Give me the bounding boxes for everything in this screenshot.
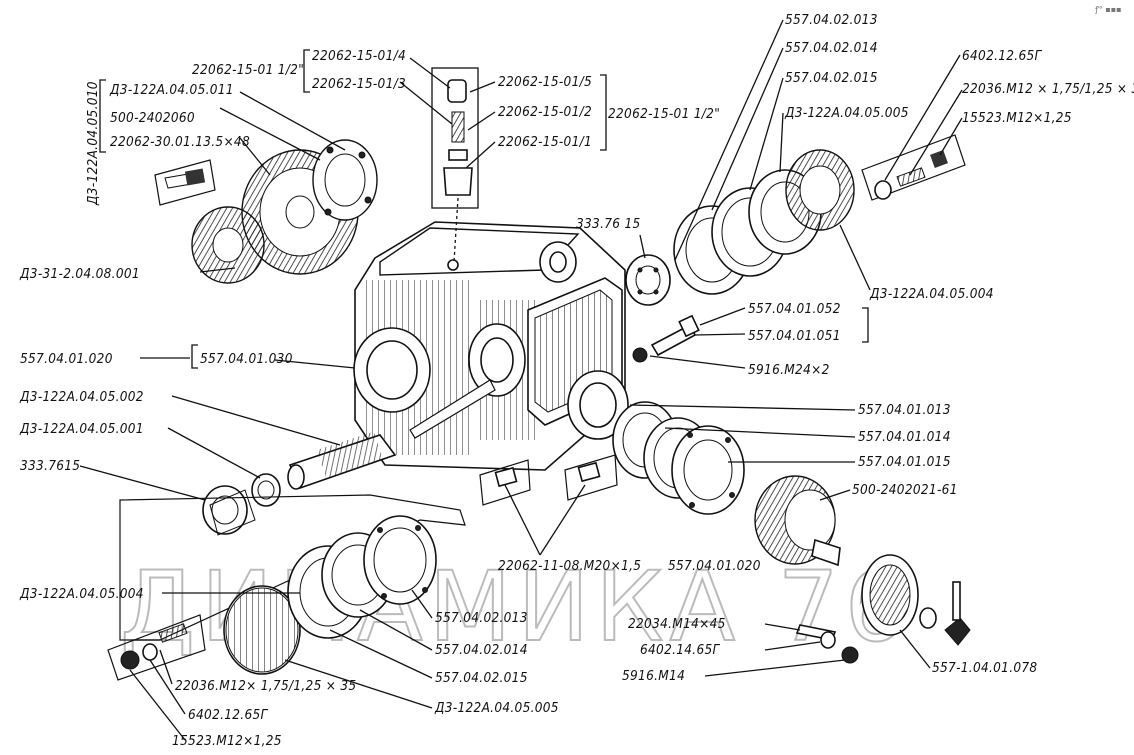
label-d3-31: Д3-31-2.04.08.001 [19, 266, 140, 282]
label-22062-11-08: 22062-11-08.М20×1,5 [498, 558, 641, 574]
label-557-1-04-01-078: 557-1.04.01.078 [932, 660, 1037, 676]
label-22062-15-01-5: 22062-15-01/5 [498, 74, 592, 90]
label-22062-15-01-4: 22062-15-01/4 [312, 48, 406, 64]
label-557-04-01-014: 557.04.01.014 [858, 429, 951, 445]
label-22062-15-01-3: 22062-15-01/3 [312, 76, 406, 92]
label-557-04-01-030: 557.04.01.030 [200, 351, 293, 367]
part-labels: Д3-122А.04.05.010 Д3-122А.04.05.011 500-… [19, 12, 1134, 749]
label-22062-15-01-2: 22062-15-01/2 [498, 104, 592, 120]
label-d3-001: Д3-122А.04.05.001 [19, 421, 144, 437]
label-d3-005-bottom: Д3-122А.04.05.005 [434, 700, 559, 716]
label-557-04-02-013-bottom: 557.04.02.013 [435, 610, 528, 626]
right-top-cover-stack [625, 134, 966, 306]
bottom-left-cover-stack [107, 494, 466, 681]
corner-mark: ꝭ° ▪▪▪ [1094, 5, 1122, 14]
mount-bolt [632, 314, 700, 363]
label-557-04-01-052: 557.04.01.052 [748, 301, 841, 317]
label-333-76-15: 333.76 15 [576, 216, 641, 232]
label-22062-15-01-1: 22062-15-01/1 [498, 134, 592, 150]
label-22062-30: 22062-30.01.13.5×48 [110, 134, 250, 150]
label-22034: 22034.М14×45 [628, 616, 726, 632]
label-d3-005-top: Д3-122А.04.05.005 [784, 105, 909, 121]
label-6402-14-65: 6402.14.65Г [640, 642, 721, 658]
label-333-7615: 333.7615 [20, 458, 80, 474]
label-557-04-02-014-top: 557.04.02.014 [785, 40, 878, 56]
label-5916-m14: 5916.М14 [622, 668, 685, 684]
label-22036-top: 22036.М12 × 1,75/1,25 × 35 [962, 81, 1134, 97]
label-6402-12-65: 6402.12.65Г [962, 48, 1043, 64]
bevel-gear-assembly [154, 139, 378, 284]
label-d3-004-bottom: Д3-122А.04.05.004 [19, 586, 144, 602]
label-500-2402021-61: 500-2402021-61 [852, 482, 958, 498]
label-557-04-01-015: 557.04.01.015 [858, 454, 951, 470]
breather-valve [431, 67, 479, 263]
label-d3-05011: Д3-122А.04.05.011 [109, 82, 234, 98]
gearbox-housing [353, 221, 629, 471]
label-557-04-02-014-bottom: 557.04.02.014 [435, 642, 528, 658]
label-557-04-02-015-bottom: 557.04.02.015 [435, 670, 528, 686]
leader-lines [79, 19, 963, 741]
label-500-2402060: 500-2402060 [110, 110, 195, 126]
label-557-04-01-051: 557.04.01.051 [748, 328, 841, 344]
label-22062-15-01-half-b: 22062-15-01 1/2" [608, 106, 720, 122]
drain-plugs [479, 454, 618, 506]
label-22036-bottom: 22036.М12× 1,75/1,25 × 35 [175, 678, 356, 694]
input-shaft [202, 431, 397, 536]
label-557-04-01-020-b: 557.04.01.020 [668, 558, 761, 574]
label-6402-12-65-bottom: 6402.12.65Г [188, 707, 269, 723]
label-d3-05010: Д3-122А.04.05.010 [85, 81, 101, 206]
label-557-04-02-015-top: 557.04.02.015 [785, 70, 878, 86]
label-557-04-01-020: 557.04.01.020 [20, 351, 113, 367]
label-d3-004-top: Д3-122А.04.05.004 [869, 286, 994, 302]
label-d3-002: Д3-122А.04.05.002 [19, 389, 144, 405]
label-15523-top: 15523.М12×1,25 [962, 110, 1072, 126]
output-flange-assembly [754, 475, 971, 664]
label-15523-bottom: 15523.М12×1,25 [172, 733, 282, 749]
label-22062-15-01-half-a: 22062-15-01 1/2" [192, 62, 304, 78]
label-557-04-02-013-top: 557.04.02.013 [785, 12, 878, 28]
right-middle-gasket-stack [612, 401, 745, 515]
label-5916-m24: 5916.М24×2 [748, 362, 830, 378]
label-557-04-01-013: 557.04.01.013 [858, 402, 951, 418]
